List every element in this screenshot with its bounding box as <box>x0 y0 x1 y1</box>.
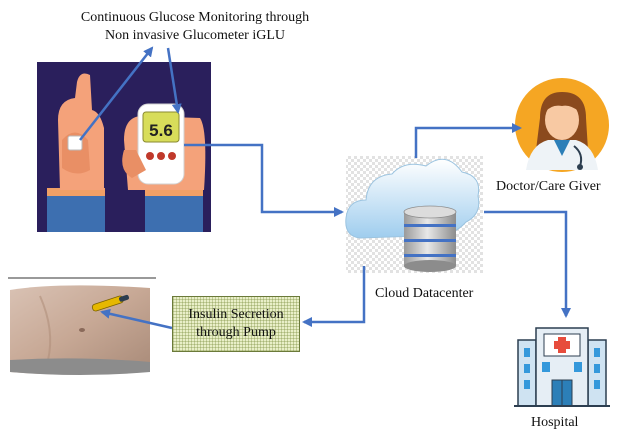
flow-arrows <box>79 46 571 330</box>
arrow-cloud-to-hospital <box>484 210 571 318</box>
cloud-database-icon <box>345 156 483 273</box>
hospital-building-icon <box>514 320 610 408</box>
diagram-title: Continuous Glucose Monitoring through No… <box>30 9 360 45</box>
pump-label-line-2: through Pump <box>196 325 276 340</box>
patient-abdomen-insulin-pen-icon <box>8 277 156 375</box>
title-line-1: Continuous Glucose Monitoring through <box>80 10 310 25</box>
insulin-pump-box: Insulin Secretion through Pump <box>172 296 300 352</box>
doctor-label: Doctor/Care Giver <box>496 179 601 194</box>
arrow-title-to-meter <box>166 47 182 114</box>
cloud-label: Cloud Datacenter <box>375 286 474 301</box>
glucometer-reading: 5.6 <box>149 121 173 140</box>
hospital-label: Hospital <box>531 415 579 430</box>
glucometer-hand-icon: 5.6 <box>37 62 211 232</box>
pump-label-line-1: Insulin Secretion <box>188 307 284 322</box>
arrow-cloud-to-pump <box>302 266 366 327</box>
arrow-patch-to-title <box>79 46 154 141</box>
title-line-2: Non invasive Glucometer iGLU <box>104 28 285 43</box>
arrow-pump-to-patient <box>100 308 173 330</box>
arrow-meter-to-cloud <box>184 143 344 217</box>
arrow-cloud-to-doctor <box>414 123 522 158</box>
doctor-avatar-icon <box>515 78 609 172</box>
